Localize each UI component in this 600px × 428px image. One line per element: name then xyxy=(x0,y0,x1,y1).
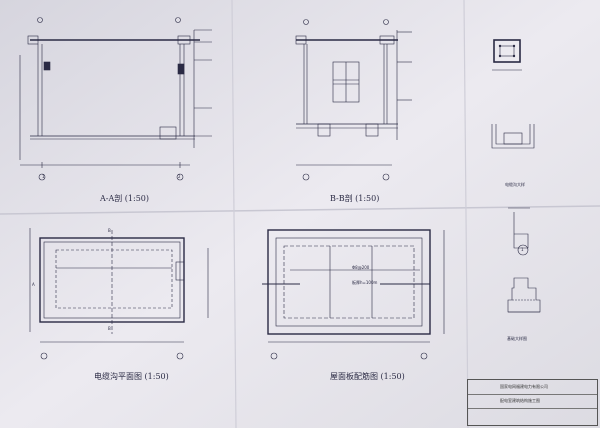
title-block-drawing-name: 配电室建筑结构施工图 xyxy=(500,398,540,403)
plan-title: 电缆沟平面图 (1:50) xyxy=(94,372,169,381)
foundation-title: 基础大样图 xyxy=(507,336,527,341)
title-block-company: 国家电网福建电力有限公司 xyxy=(500,384,548,389)
axis-marker-2: 2 xyxy=(178,174,181,179)
plan-drawing xyxy=(29,228,209,360)
roof-note-top: Φ8@200 xyxy=(352,265,370,270)
section-marker-b-bottom: B xyxy=(108,326,111,331)
section-marker-b-top: B xyxy=(108,228,111,233)
section-marker-a: A xyxy=(32,282,35,287)
detail-marker-1: 1 xyxy=(521,247,524,252)
aa-section-drawing xyxy=(19,17,212,181)
detail-drawing xyxy=(491,39,541,313)
title-block: 国家电网福建电力有限公司 配电室建筑结构施工图 xyxy=(467,379,598,426)
detail-section-title: 电缆沟大样 xyxy=(505,182,525,187)
axis-marker-1: 1 xyxy=(42,174,45,179)
aa-section-title: A-A剖 (1:50) xyxy=(100,194,150,203)
bb-section-title: B-B剖 (1:50) xyxy=(330,194,380,203)
bb-section-drawing xyxy=(295,19,412,181)
roof-note-bottom: 板厚h=100m xyxy=(352,280,378,285)
roof-drawing xyxy=(262,229,445,360)
roof-title: 屋面板配筋图 (1:50) xyxy=(330,372,405,381)
